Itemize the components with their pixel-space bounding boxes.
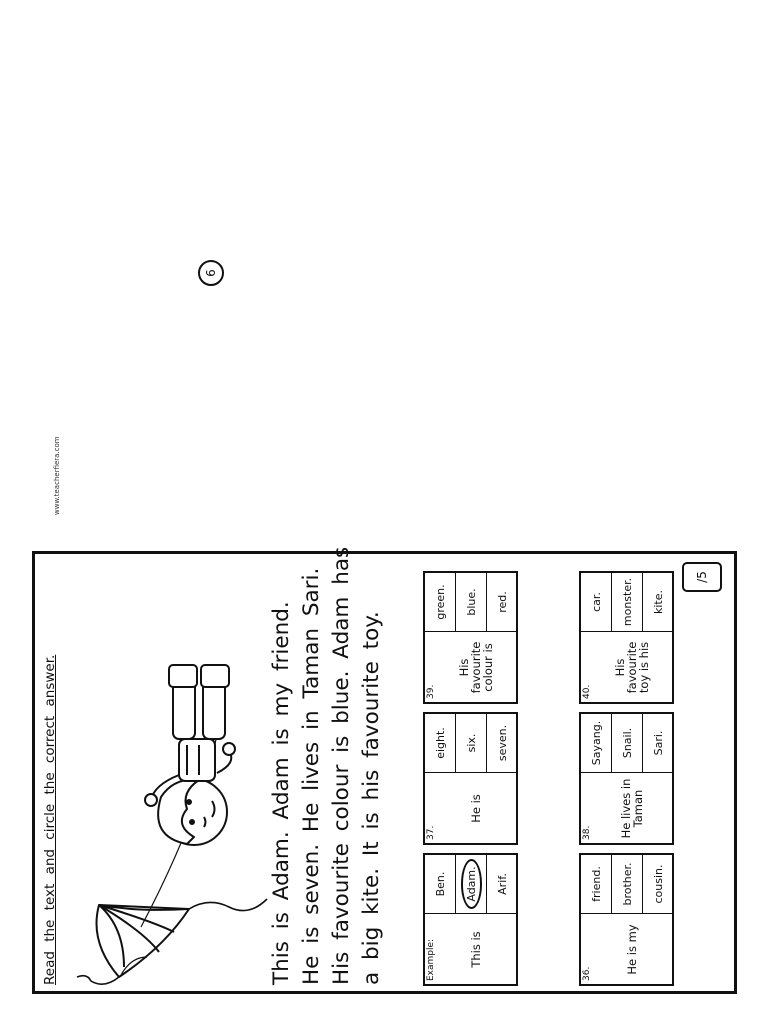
answer-option[interactable]: kite.: [643, 573, 674, 631]
answer-option[interactable]: seven.: [487, 714, 518, 772]
question-39: 39. His favourite colour is green. blue.…: [423, 571, 518, 704]
question-37: 37. He is eight. six. seven.: [423, 712, 518, 845]
boy-with-kite-illustration: [76, 664, 268, 985]
question-36: 36. He is my friend. brother. cousin.: [579, 853, 674, 986]
question-number: 37.: [426, 825, 436, 840]
question-example: Example: This is Ben. Adam. Arif.: [423, 853, 518, 986]
question-number: 39.: [426, 684, 436, 699]
answer-option[interactable]: eight.: [425, 714, 456, 772]
answer-option[interactable]: Snail.: [612, 714, 643, 772]
answer-option[interactable]: car.: [581, 573, 612, 631]
option-label: blue.: [464, 588, 478, 616]
question-number: 40.: [582, 684, 592, 699]
answer-options: Ben. Adam. Arif.: [425, 855, 516, 914]
question-40: 40. His favourite toy is his car. monste…: [579, 571, 674, 704]
option-label: car.: [589, 592, 603, 612]
option-label: monster.: [620, 577, 634, 627]
page-number: 6: [198, 260, 224, 286]
answer-options: eight. six. seven.: [425, 714, 516, 773]
kite-icon: [76, 898, 268, 985]
question-number: 36.: [582, 966, 592, 981]
passage-line: He is seven. He lives in Taman Sari.: [299, 567, 324, 985]
option-label: seven.: [496, 724, 509, 762]
question-38: 38. He lives in Taman Sayang. Snail. Sar…: [579, 712, 674, 845]
answer-option[interactable]: Arif.: [487, 855, 518, 913]
answer-option[interactable]: brother.: [612, 855, 643, 913]
option-label: Sari.: [652, 730, 665, 756]
option-label: Adam.: [460, 859, 482, 909]
boy-icon: [144, 664, 236, 846]
option-label: red.: [496, 591, 509, 613]
answer-options: Sayang. Snail. Sari.: [581, 714, 672, 773]
worksheet-border: www.teacherfiera.com Read the text and c…: [32, 436, 737, 994]
website-credit: www.teacherfiera.com: [53, 436, 61, 515]
option-label: cousin.: [652, 864, 665, 904]
option-label: Snail.: [620, 727, 634, 759]
option-label: eight.: [433, 727, 447, 759]
answer-option[interactable]: friend.: [581, 855, 612, 913]
option-label: Ben.: [433, 871, 447, 897]
option-label: green.: [433, 584, 447, 620]
answer-option-circled[interactable]: Adam.: [456, 855, 487, 913]
question-stem: He is my: [624, 924, 639, 975]
answer-option[interactable]: blue.: [456, 573, 487, 631]
passage-line: This is Adam. Adam is my friend.: [269, 601, 294, 985]
question-stem: He lives in Taman: [618, 778, 645, 839]
reading-passage: This is Adam. Adam is my friend. He is s…: [267, 545, 387, 985]
option-label: kite.: [652, 590, 665, 615]
option-label: friend.: [589, 866, 603, 902]
answer-option[interactable]: six.: [456, 714, 487, 772]
option-label: Arif.: [496, 873, 509, 895]
question-number: Example:: [426, 938, 436, 981]
option-label: six.: [464, 733, 478, 753]
answer-option[interactable]: green.: [425, 573, 456, 631]
answer-option[interactable]: Ben.: [425, 855, 456, 913]
question-stem: His favourite toy is his: [612, 641, 651, 694]
option-label: Sayang.: [589, 720, 603, 766]
question-stem: His favourite colour is: [456, 641, 495, 694]
answer-option[interactable]: Sayang.: [581, 714, 612, 772]
score-box: /5: [682, 562, 722, 592]
passage-line: a big kite. It is his favourite toy.: [359, 611, 384, 985]
answer-options: green. blue. red.: [425, 573, 516, 632]
question-stem: This is: [468, 931, 483, 968]
answer-option[interactable]: cousin.: [643, 855, 674, 913]
answer-options: car. monster. kite.: [581, 573, 672, 632]
passage-line: His favourite colour is blue. Adam has: [329, 546, 354, 985]
question-stem: He is: [468, 794, 483, 823]
question-number: 38.: [582, 825, 592, 840]
answer-options: friend. brother. cousin.: [581, 855, 672, 914]
instruction-heading: Read the text and circle the correct ans…: [42, 654, 58, 985]
option-label: brother.: [620, 862, 634, 906]
answer-option[interactable]: monster.: [612, 573, 643, 631]
answer-option[interactable]: red.: [487, 573, 518, 631]
answer-option[interactable]: Sari.: [643, 714, 674, 772]
